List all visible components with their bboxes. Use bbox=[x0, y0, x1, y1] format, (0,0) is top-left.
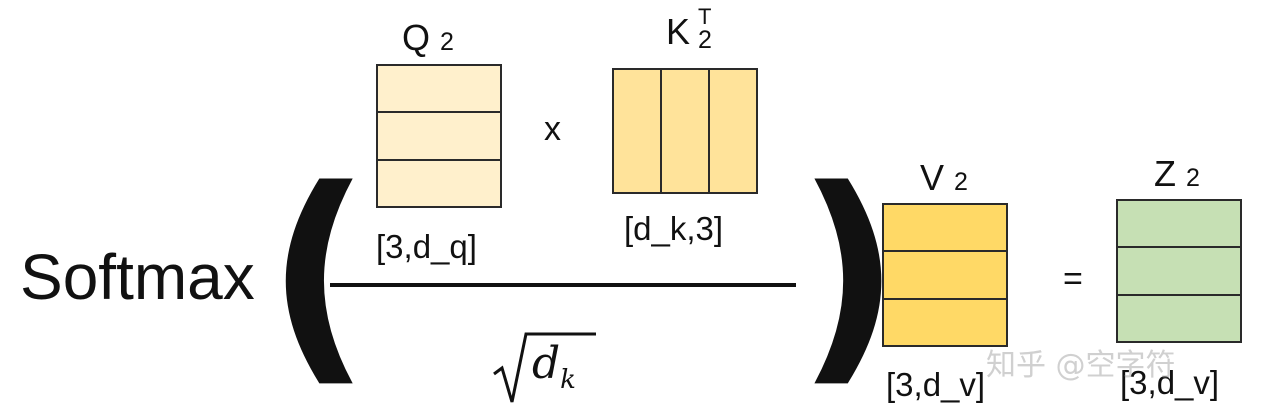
z-matrix-title: Z 2 bbox=[1154, 156, 1200, 192]
v-dimensions: [3,d_v] bbox=[886, 366, 986, 403]
v-matrix-row bbox=[884, 250, 1006, 297]
q-matrix-title: Q 2 bbox=[402, 20, 454, 56]
k-dimensions: [d_k,3] bbox=[624, 210, 724, 247]
k-superscript: T bbox=[698, 4, 712, 29]
z-name: Z bbox=[1154, 153, 1176, 194]
q-matrix-row bbox=[378, 158, 500, 206]
v-matrix-row bbox=[884, 297, 1006, 345]
k-name: K bbox=[666, 11, 691, 52]
z-dimensions: [3,d_v] bbox=[1120, 364, 1220, 401]
k-matrix-column bbox=[660, 70, 708, 192]
z-matrix-row bbox=[1118, 293, 1240, 341]
v-matrix-title: V 2 bbox=[920, 160, 968, 196]
q-dimensions: [3,d_q] bbox=[376, 228, 477, 265]
softmax-label: Softmax bbox=[20, 241, 255, 313]
square-root-symbol bbox=[493, 332, 596, 403]
q-matrix-row bbox=[378, 111, 500, 158]
q-matrix-row bbox=[378, 66, 500, 111]
k-matrix-column bbox=[614, 70, 660, 192]
k-transpose-matrix bbox=[612, 68, 758, 194]
v-subscript: 2 bbox=[954, 168, 968, 196]
z-subscript: 2 bbox=[1186, 164, 1200, 192]
z-matrix-row bbox=[1118, 246, 1240, 293]
z-matrix-row bbox=[1118, 201, 1240, 246]
denominator-sub: k bbox=[560, 365, 576, 395]
fraction-bar bbox=[330, 283, 796, 287]
z-matrix bbox=[1116, 199, 1242, 343]
k-subscript: 2 bbox=[698, 26, 712, 54]
v-matrix-row bbox=[884, 205, 1006, 250]
open-parenthesis: ( bbox=[266, 141, 372, 408]
watermark-text: 知乎 @空字符 bbox=[986, 348, 1176, 383]
v-name: V bbox=[920, 157, 945, 198]
q-name: Q bbox=[402, 17, 431, 58]
k-matrix-title: K bbox=[666, 14, 690, 50]
v-matrix bbox=[882, 203, 1008, 347]
denominator-var: d bbox=[532, 338, 561, 389]
q-matrix bbox=[376, 64, 502, 208]
k-matrix-column bbox=[708, 70, 756, 192]
equals-operator: = bbox=[1063, 260, 1083, 298]
denominator-dk: dk bbox=[532, 342, 576, 394]
q-subscript: 2 bbox=[440, 28, 454, 56]
multiply-operator: x bbox=[544, 110, 561, 148]
